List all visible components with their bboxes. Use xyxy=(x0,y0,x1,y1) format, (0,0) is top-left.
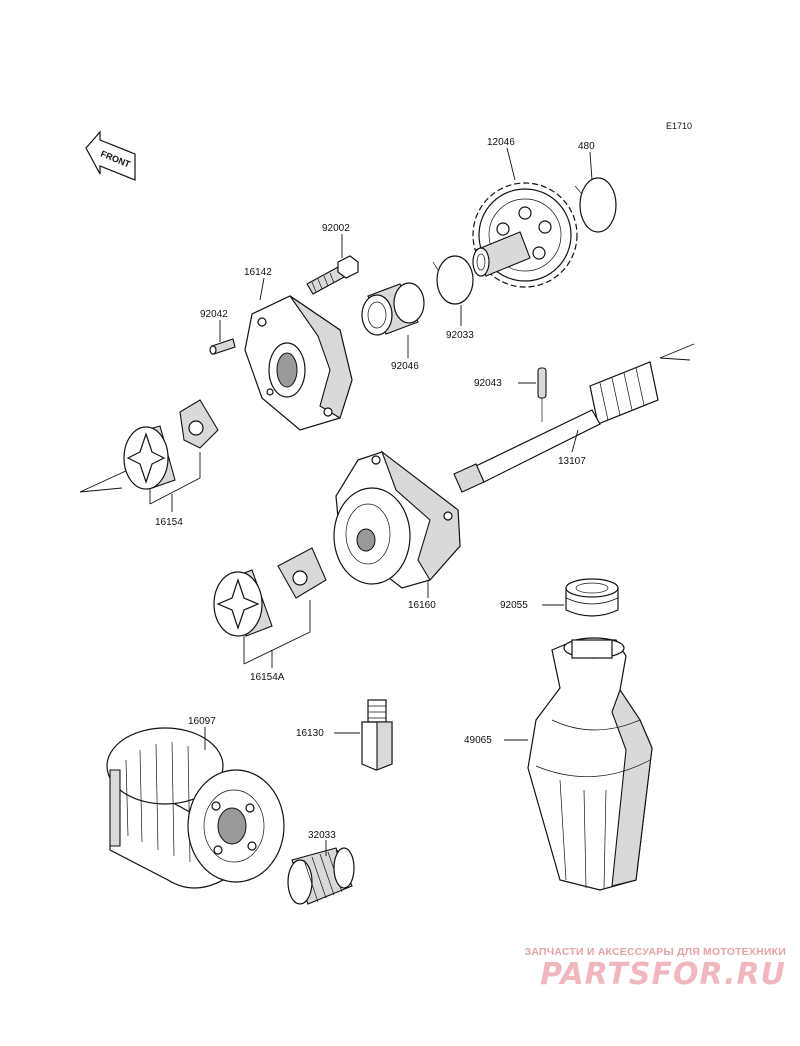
label-16130: 16130 xyxy=(296,728,324,739)
shaft-13107 xyxy=(453,343,695,493)
label-92002: 92002 xyxy=(322,223,350,234)
bearing-92046 xyxy=(361,282,425,336)
label-92046: 92046 xyxy=(391,361,419,372)
watermark-logo: PARTSFOR.RU xyxy=(540,957,786,992)
oil-filter-16097 xyxy=(106,727,285,889)
label-16160: 16160 xyxy=(408,600,436,611)
watermark-tagline: ЗАПЧАСТИ И АКСЕССУАРЫ ДЛЯ МОТОТЕХНИКИ xyxy=(524,946,786,958)
bolt-92002 xyxy=(306,255,359,295)
circlip-480 xyxy=(574,177,617,233)
pin-92042 xyxy=(209,338,236,355)
label-92055: 92055 xyxy=(500,600,528,611)
label-13107: 13107 xyxy=(558,456,586,467)
watermark: ЗАПЧАСТИ И АКСЕССУАРЫ ДЛЯ МОТОТЕХНИКИ PA… xyxy=(456,946,786,992)
nipple-16130 xyxy=(361,699,393,771)
label-92033: 92033 xyxy=(446,330,474,341)
label-92042: 92042 xyxy=(200,309,228,320)
label-92043: 92043 xyxy=(474,378,502,389)
pin-92043 xyxy=(537,367,547,422)
label-49065: 49065 xyxy=(464,735,492,746)
label-480: 480 xyxy=(578,141,595,152)
rotor-set-16154A xyxy=(213,547,327,637)
label-32033: 32033 xyxy=(308,830,336,841)
label-12046: 12046 xyxy=(487,137,515,148)
pump-body-16160 xyxy=(333,450,461,589)
strainer-49065 xyxy=(527,637,653,891)
gear-12046 xyxy=(472,182,578,288)
circlip-92033 xyxy=(432,255,474,305)
filter-cap-92055 xyxy=(565,578,619,617)
label-16154A: 16154A xyxy=(250,672,285,683)
label-16154: 16154 xyxy=(155,517,183,528)
rotor-set-16154 xyxy=(79,399,219,493)
spring-32033 xyxy=(287,847,355,905)
label-16142: 16142 xyxy=(244,267,272,278)
front-arrow-icon: FRONT xyxy=(85,130,136,181)
diagram-code: E1710 xyxy=(666,121,692,131)
pump-cover-16142 xyxy=(244,295,353,431)
label-16097: 16097 xyxy=(188,716,216,727)
